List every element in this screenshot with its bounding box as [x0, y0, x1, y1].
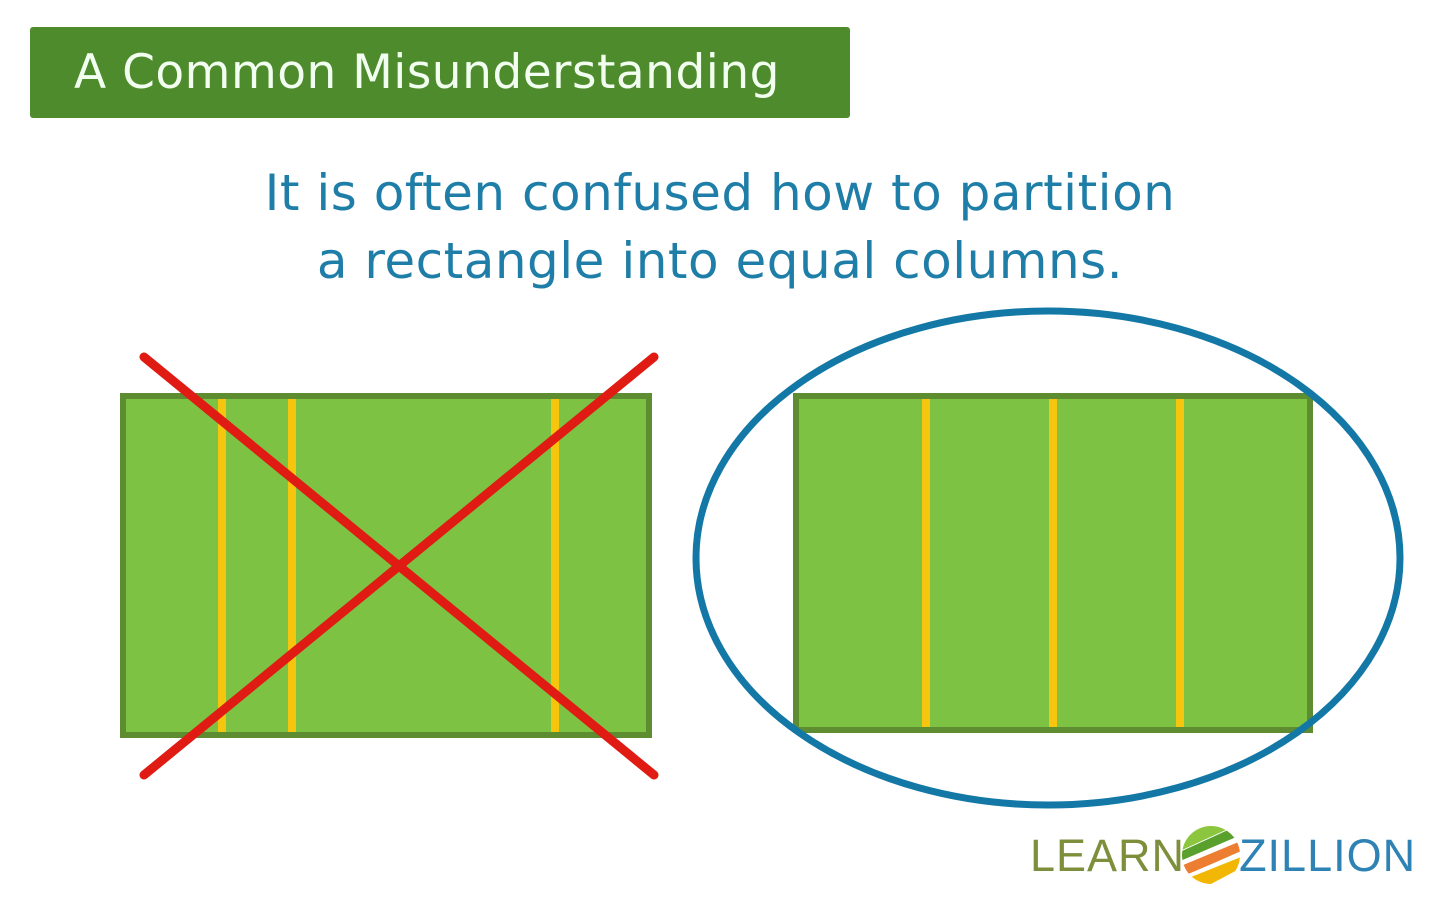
title-banner: A Common Misunderstanding [30, 27, 850, 118]
logo-word-learn: LEARN [1030, 829, 1186, 881]
column-divider [288, 399, 297, 732]
globe-icon [1182, 826, 1241, 884]
page-title: A Common Misunderstanding [74, 45, 780, 100]
column-divider [1176, 399, 1184, 727]
body-text-line-2: a rectangle into equal columns. [316, 231, 1124, 290]
column-divider [922, 399, 930, 727]
logo-word-zillion: ZILLION [1239, 829, 1417, 881]
body-text: It is often confused how to partition a … [0, 160, 1440, 295]
body-text-line-1: It is often confused how to partition [264, 164, 1176, 222]
column-divider [551, 399, 559, 732]
unequal-columns-rectangle [120, 393, 652, 738]
equal-columns-rectangle [793, 393, 1313, 733]
column-divider [218, 399, 227, 732]
learnzillion-logo: LEARN ZILLION [1030, 822, 1422, 888]
column-divider [1049, 399, 1057, 727]
